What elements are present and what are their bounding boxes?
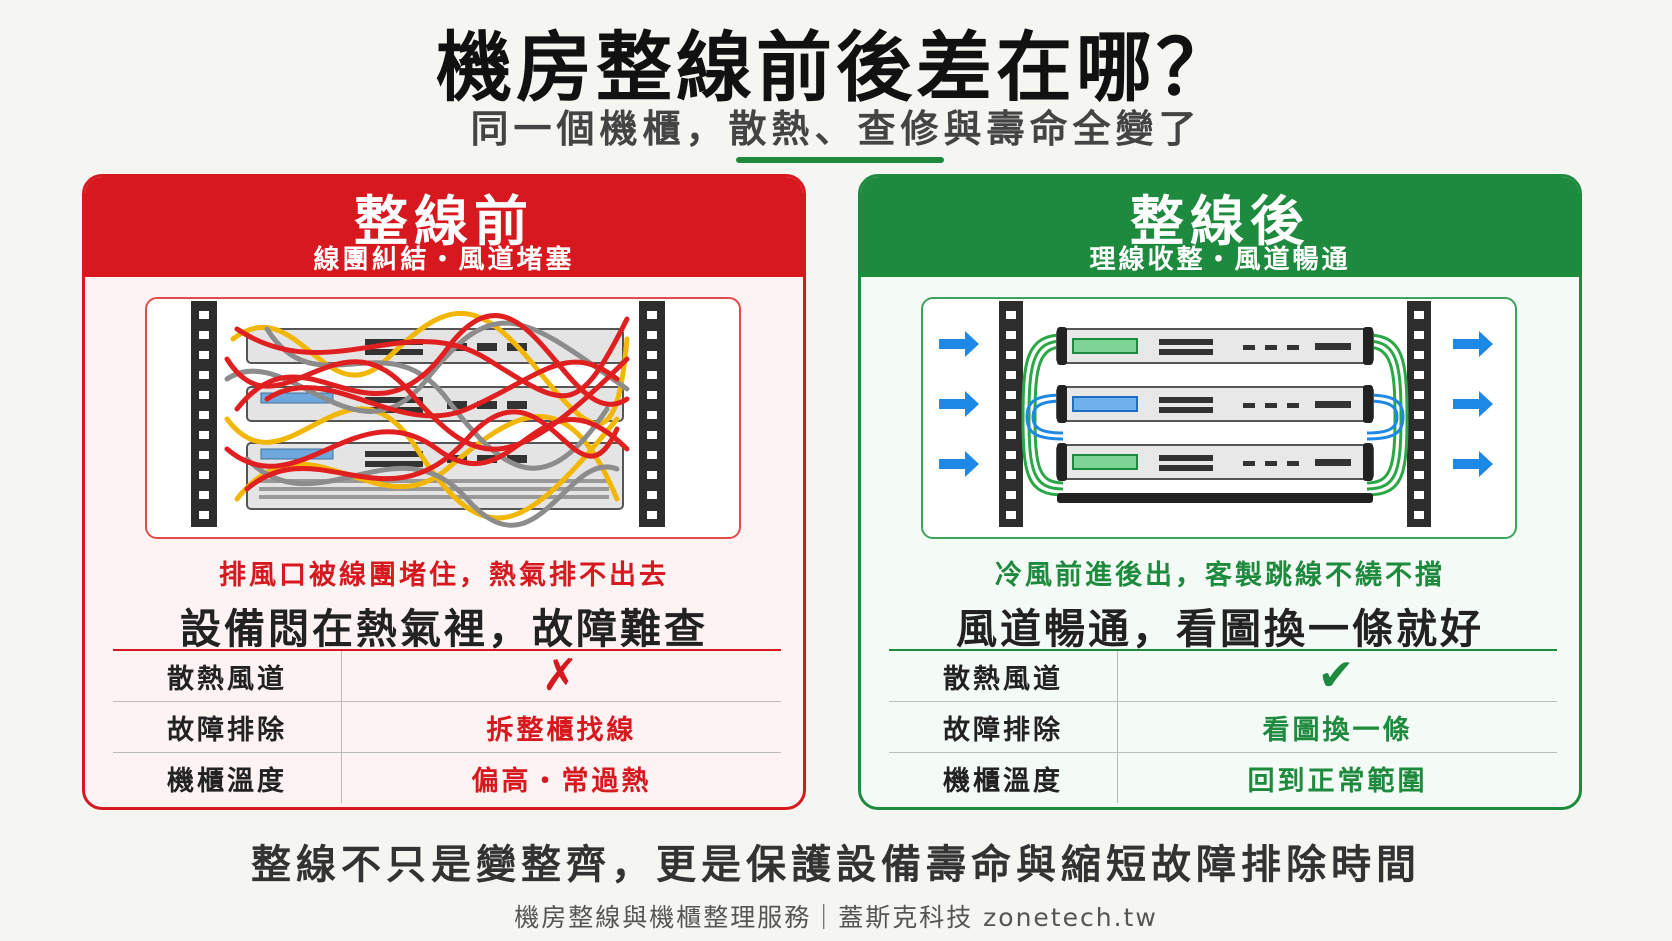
before-caption: 排風口被線團堵住，熱氣排不出去: [219, 560, 669, 591]
summary-statement: 整線不只是變整齊，更是保護設備壽命與縮短故障排除時間: [251, 842, 1421, 888]
after-panel: 整線後 理線收整・風道暢通: [858, 174, 1582, 810]
row-value-troubleshooting: 拆整櫃找線: [341, 701, 781, 753]
before-heading: 整線前: [354, 190, 534, 253]
row-value-temperature: 偏高・常過熱: [341, 752, 781, 803]
after-heading: 整線後: [1130, 190, 1310, 253]
row-value-temperature: 回到正常範圍: [1117, 752, 1557, 803]
table-row: 故障排除 看圖換一條: [889, 701, 1557, 753]
before-tagline: 線團糾結・風道堵塞: [313, 245, 575, 275]
before-headline: 設備悶在熱氣裡，故障難查: [180, 605, 708, 653]
row-label-temperature: 機櫃溫度: [889, 752, 1118, 803]
row-value-troubleshooting: 看圖換一條: [1117, 701, 1557, 753]
main-title: 機房整線前後差在哪？: [436, 23, 1236, 112]
table-row: 散熱風道 ✔: [889, 649, 1557, 702]
row-label-airflow: 散熱風道: [113, 649, 342, 702]
tidy-rack-svg: [939, 301, 1493, 527]
row-label-troubleshooting: 故障排除: [889, 701, 1118, 753]
tidy-rack-illustration: [921, 297, 1517, 539]
messy-rack-svg: [191, 301, 665, 528]
after-tagline: 理線收整・風道暢通: [1089, 245, 1351, 275]
row-label-temperature: 機櫃溫度: [113, 752, 342, 803]
after-panel-header: 整線後 理線收整・風道暢通: [861, 177, 1579, 277]
cross-icon: ✗: [541, 650, 582, 701]
before-comparison-table: 散熱風道 ✗ 故障排除 拆整櫃找線 機櫃溫度 偏高・常過熱: [113, 649, 781, 803]
subtitle: 同一個機櫃，散熱、查修與壽命全變了: [470, 107, 1202, 151]
table-row: 機櫃溫度 回到正常範圍: [889, 752, 1557, 803]
row-label-troubleshooting: 故障排除: [113, 701, 342, 753]
subtitle-underline: [736, 157, 944, 163]
messy-rack-illustration: [145, 297, 741, 539]
after-caption: 冷風前進後出，客製跳線不繞不擋: [995, 560, 1445, 591]
row-label-airflow: 散熱風道: [889, 649, 1118, 702]
footer-credit: 機房整線與機櫃整理服務｜蓋斯克科技 zonetech.tw: [514, 903, 1158, 932]
after-comparison-table: 散熱風道 ✔ 故障排除 看圖換一條 機櫃溫度 回到正常範圍: [889, 649, 1557, 803]
before-panel-header: 整線前 線團糾結・風道堵塞: [85, 177, 803, 277]
before-panel: 整線前 線團糾結・風道堵塞: [82, 174, 806, 810]
table-row: 機櫃溫度 偏高・常過熱: [113, 752, 781, 803]
check-icon: ✔: [1317, 650, 1358, 701]
table-row: 散熱風道 ✗: [113, 649, 781, 702]
table-row: 故障排除 拆整櫃找線: [113, 701, 781, 753]
after-headline: 風道暢通，看圖換一條就好: [956, 605, 1484, 653]
arrow-right-icon: [939, 331, 1493, 477]
